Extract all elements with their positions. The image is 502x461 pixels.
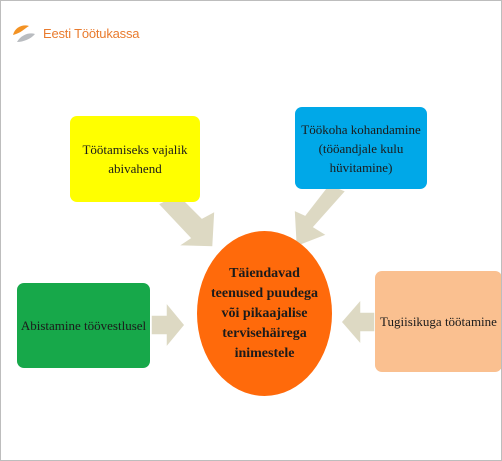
node-top-left-label: Töötamiseks vajalik abivahend [82, 142, 188, 176]
arrow-left [150, 299, 186, 351]
node-top-right-label: Töökoha kohandamine (tööandjale kulu hüv… [301, 121, 421, 175]
center-node: Täiendavad teenused puudega või pikaajal… [197, 231, 332, 396]
center-node-label: Täiendavad teenused puudega või pikaajal… [211, 265, 318, 361]
node-top-left: Töötamiseks vajalik abivahend [70, 116, 200, 202]
logo: Eesti Töötukassa [11, 23, 139, 43]
node-left-label: Abistamine töövestlusel [20, 318, 147, 333]
arrow-top-right [293, 183, 348, 249]
node-top-right: Töökoha kohandamine (tööandjale kulu hüv… [295, 107, 427, 189]
leaf-logo-icon [13, 25, 35, 42]
arrow-right [340, 296, 376, 348]
node-right: Tugiisikuga töötamine [375, 271, 501, 372]
node-right-label: Tugiisikuga töötamine [380, 314, 497, 329]
logo-text: Eesti Töötukassa [43, 25, 140, 41]
node-left: Abistamine töövestlusel [17, 283, 150, 368]
